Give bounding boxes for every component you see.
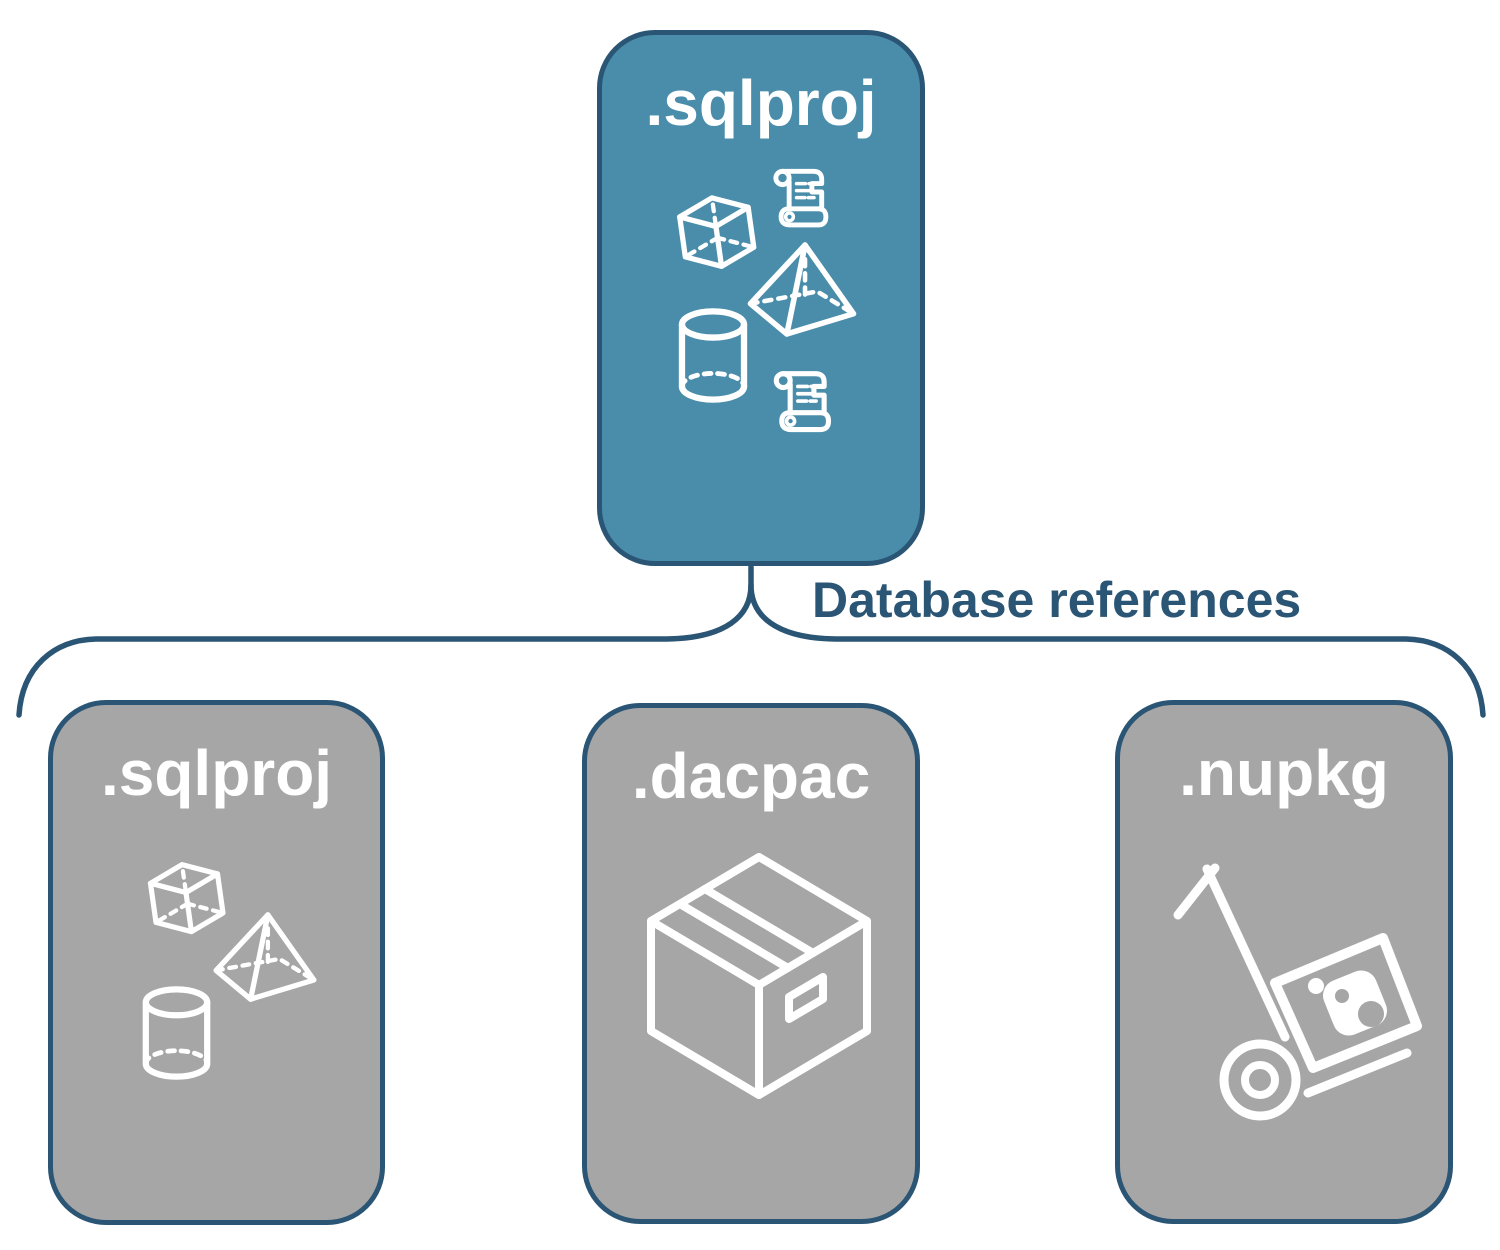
node-label: .sqlproj [645,67,877,139]
pyramid-icon [745,241,859,338]
package-box-icon [639,845,879,1127]
connector-label: Database references [812,572,1302,628]
cube-icon [663,185,770,284]
cylinder-icon [140,986,213,1080]
pyramid-icon [211,911,319,1003]
node-child-sqlproj: .sqlproj [48,700,385,1225]
node-label: .sqlproj [100,737,333,809]
node-child-nupkg: .nupkg [1115,700,1453,1224]
node-label: .nupkg [1179,737,1389,809]
cylinder-icon [676,308,750,403]
scroll-icon [765,364,838,441]
node-root-sqlproj: .sqlproj [597,30,925,566]
node-child-dacpac: .dacpac [582,703,920,1224]
node-label: .dacpac [631,740,871,812]
cube-icon [135,852,240,948]
nuget-handtruck-icon [1165,853,1425,1131]
scroll-icon [765,162,835,236]
